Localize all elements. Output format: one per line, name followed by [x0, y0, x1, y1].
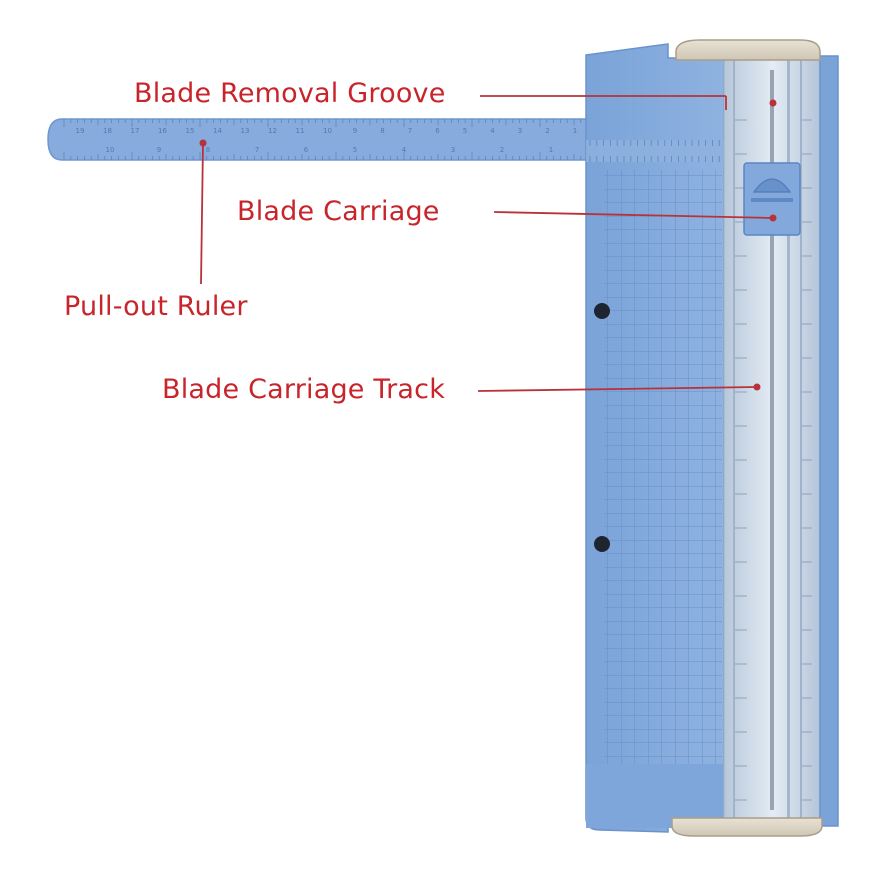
leader-line-ruler	[200, 142, 204, 285]
leader-line-carriage	[493, 211, 774, 219]
ruler-number: 5	[463, 127, 467, 135]
callout-pull-out-ruler: Pull-out Ruler	[64, 291, 248, 322]
callout-dot	[753, 383, 761, 391]
ruler-number: 13	[241, 127, 250, 135]
ruler-number: 7	[408, 127, 412, 135]
callout-dot	[769, 214, 777, 222]
ruler-number: 16	[158, 127, 167, 135]
right-edge-strip	[819, 55, 839, 827]
ruler-number: 8	[206, 146, 210, 154]
pull-out-ruler-ticks	[63, 119, 595, 160]
ruler-number: 1	[549, 146, 553, 154]
blade-carriage	[743, 162, 801, 236]
pull-out-ruler: 19 18 17 16 15 14 13 12 11 10 9 8 7 6 5 4 3 2 1 10 9 8 7 6 5 4 3 2 1	[47, 118, 601, 161]
ruler-number: 6	[304, 146, 309, 154]
ruler-number: 17	[131, 127, 140, 135]
ruler-number: 14	[213, 127, 222, 135]
ruler-number: 2	[545, 127, 549, 135]
ruler-number: 8	[380, 127, 384, 135]
measuring-grid	[604, 170, 722, 774]
ruler-number: 1	[573, 127, 577, 135]
leader-lines	[199, 95, 777, 392]
rail-ticks	[735, 119, 812, 801]
ruler-number: 3	[451, 146, 455, 154]
ruler-number: 3	[518, 127, 522, 135]
base-ruler-ticks	[589, 140, 720, 162]
pull-out-ruler-numbers: 19 18 17 16 15 14 13 12 11 10 9 8 7 6 5 4 3 2 1 10 9 8 7 6 5 4 3 2 1	[76, 127, 578, 154]
rail-end-caps	[671, 39, 823, 837]
ruler-number: 5	[353, 146, 357, 154]
ruler-number: 10	[323, 127, 332, 135]
leader-line-track	[477, 386, 758, 392]
callout-blade-carriage-track: Blade Carriage Track	[162, 374, 446, 405]
ruler-number: 18	[103, 127, 112, 135]
mounting-hole-icon	[594, 536, 610, 552]
ruler-number: 6	[435, 127, 440, 135]
trimmer-base	[585, 43, 725, 833]
ruler-number: 11	[296, 127, 305, 135]
ruler-number: 4	[490, 127, 495, 135]
ruler-number: 2	[500, 146, 504, 154]
ruler-number: 4	[402, 146, 407, 154]
mounting-hole-icon	[594, 303, 610, 319]
ruler-number: 15	[186, 127, 195, 135]
ruler-number: 19	[76, 127, 85, 135]
ruler-number: 7	[255, 146, 259, 154]
callout-dot	[199, 139, 207, 147]
ruler-number: 9	[353, 127, 357, 135]
callout-dot	[769, 99, 777, 107]
callout-blade-carriage: Blade Carriage	[237, 196, 440, 227]
ruler-number: 12	[268, 127, 277, 135]
ruler-number: 10	[106, 146, 115, 154]
callout-blade-removal-groove: Blade Removal Groove	[134, 78, 446, 109]
ruler-number: 9	[157, 146, 161, 154]
